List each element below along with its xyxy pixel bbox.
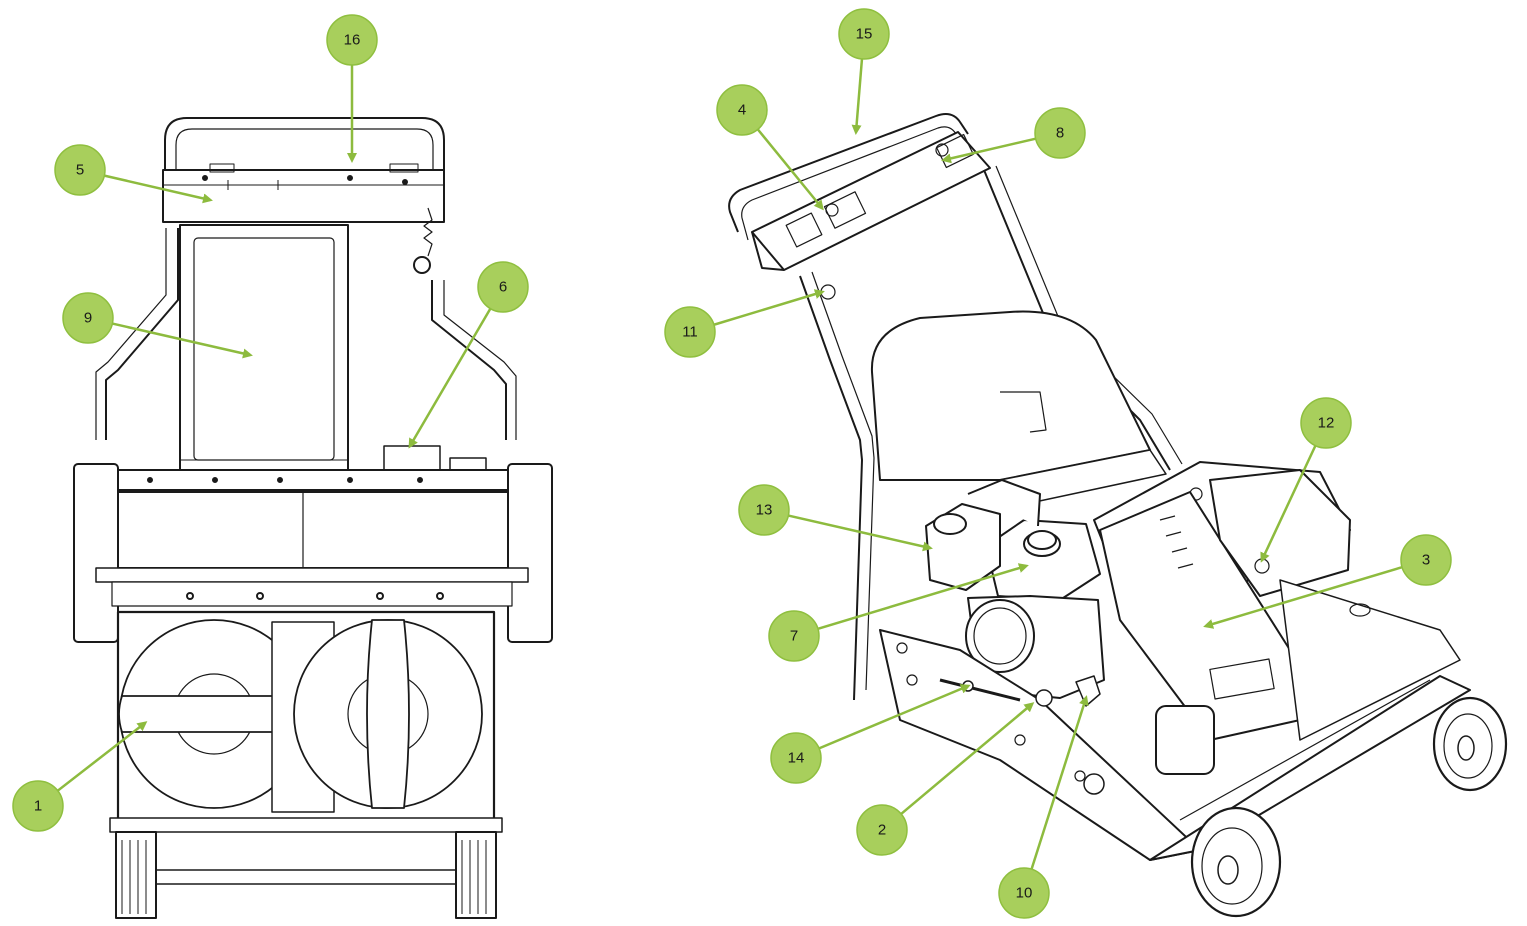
front-view-machine xyxy=(73,117,553,919)
callout-arrow-1 xyxy=(56,721,148,792)
callout-label-8: 8 xyxy=(1056,125,1064,142)
callout-arrow-8 xyxy=(941,137,1036,164)
callout-label-7: 7 xyxy=(790,628,798,645)
callout-label-10: 10 xyxy=(1016,885,1033,902)
callout-circle-2 xyxy=(856,804,908,856)
callout-label-1: 1 xyxy=(34,798,42,815)
callout-label-2: 2 xyxy=(878,822,886,839)
perspective-view-machine xyxy=(728,113,1508,918)
callout-label-4: 4 xyxy=(738,102,746,119)
front-right-blade xyxy=(366,619,410,809)
persp-grass-bag xyxy=(870,310,1151,481)
callout-arrow-4 xyxy=(756,128,824,211)
callout-arrow-13 xyxy=(788,514,933,552)
callout-label-13: 13 xyxy=(756,502,773,519)
callout-label-12: 12 xyxy=(1318,415,1335,432)
callout-label-15: 15 xyxy=(856,26,873,43)
front-left-wheel xyxy=(115,831,157,919)
callout-circle-3 xyxy=(1400,534,1452,586)
callout-arrow-3 xyxy=(1203,565,1403,629)
callout-arrow-10 xyxy=(1030,695,1089,870)
callout-label-3: 3 xyxy=(1422,552,1430,569)
callout-circle-5 xyxy=(54,144,106,196)
callout-arrow-12 xyxy=(1260,445,1317,563)
callout-circle-6 xyxy=(477,261,529,313)
callout-arrow-11 xyxy=(713,289,825,326)
callout-arrow-2 xyxy=(900,702,1035,815)
callout-circle-11 xyxy=(664,306,716,358)
callout-label-16: 16 xyxy=(344,32,361,49)
callout-label-11: 11 xyxy=(682,324,698,341)
callout-circle-14 xyxy=(770,732,822,784)
persp-height-adjuster xyxy=(939,678,1021,702)
callout-circle-1 xyxy=(12,780,64,832)
front-right-wheel xyxy=(455,831,497,919)
callout-circle-9 xyxy=(62,292,114,344)
front-handle-loop xyxy=(164,117,445,185)
front-grass-bag xyxy=(179,224,349,471)
callout-circle-15 xyxy=(838,8,890,60)
callout-arrow-15 xyxy=(851,58,864,135)
callout-label-9: 9 xyxy=(84,310,92,327)
callout-arrow-6 xyxy=(408,307,492,449)
callout-circle-13 xyxy=(738,484,790,536)
persp-left-handle xyxy=(799,275,863,701)
front-left-handle xyxy=(105,228,179,440)
callout-label-6: 6 xyxy=(499,279,507,296)
persp-control-panel xyxy=(751,131,991,271)
persp-oil-plug xyxy=(1035,689,1053,707)
front-deck-top xyxy=(114,469,512,491)
callout-circle-10 xyxy=(998,867,1050,919)
front-control-panel xyxy=(162,169,445,223)
callout-label-14: 14 xyxy=(788,750,805,767)
callout-arrow-5 xyxy=(104,174,213,204)
callout-circle-12 xyxy=(1300,397,1352,449)
front-housing xyxy=(117,491,509,569)
persp-rear-wheel xyxy=(1432,696,1508,792)
callouts-layer: 16 5 9 6 1 15 4 8 11 12 13 3 7 14 2 10 xyxy=(12,8,1452,919)
callout-circle-16 xyxy=(326,14,378,66)
callout-label-5: 5 xyxy=(76,162,84,179)
callout-circle-7 xyxy=(768,610,820,662)
callout-arrow-7 xyxy=(817,563,1029,630)
persp-fuel-tank xyxy=(985,519,1101,601)
callout-circle-8 xyxy=(1034,107,1086,159)
front-right-handle xyxy=(431,280,507,440)
callout-arrow-9 xyxy=(112,322,253,359)
callout-arrow-14 xyxy=(818,684,971,750)
callout-circle-4 xyxy=(716,84,768,136)
persp-handle-loop xyxy=(728,113,969,233)
